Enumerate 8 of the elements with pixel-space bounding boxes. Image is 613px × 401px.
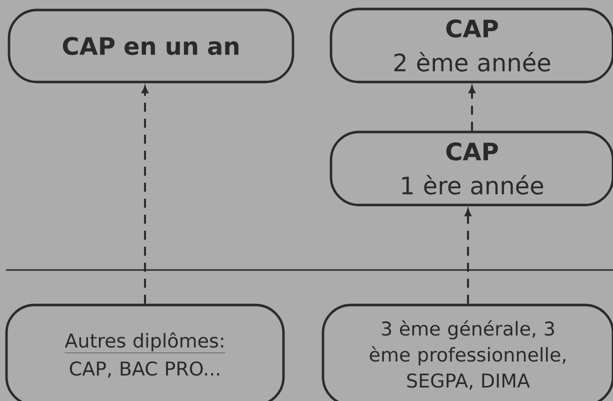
arrow <box>142 86 148 304</box>
arrow <box>464 209 472 304</box>
rounded-box: CAP en un an <box>8 8 294 84</box>
rounded-box: CAP 1 ère année <box>330 130 613 206</box>
rounded-box: Autres diplômes: CAP, BAC PRO... <box>5 304 285 401</box>
rounded-box: CAP 2 ème année <box>330 8 613 84</box>
arrow <box>468 86 476 131</box>
rounded-box: 3 ème générale, 3 ème professionnelle, SEGPA, DIMA <box>322 304 613 401</box>
